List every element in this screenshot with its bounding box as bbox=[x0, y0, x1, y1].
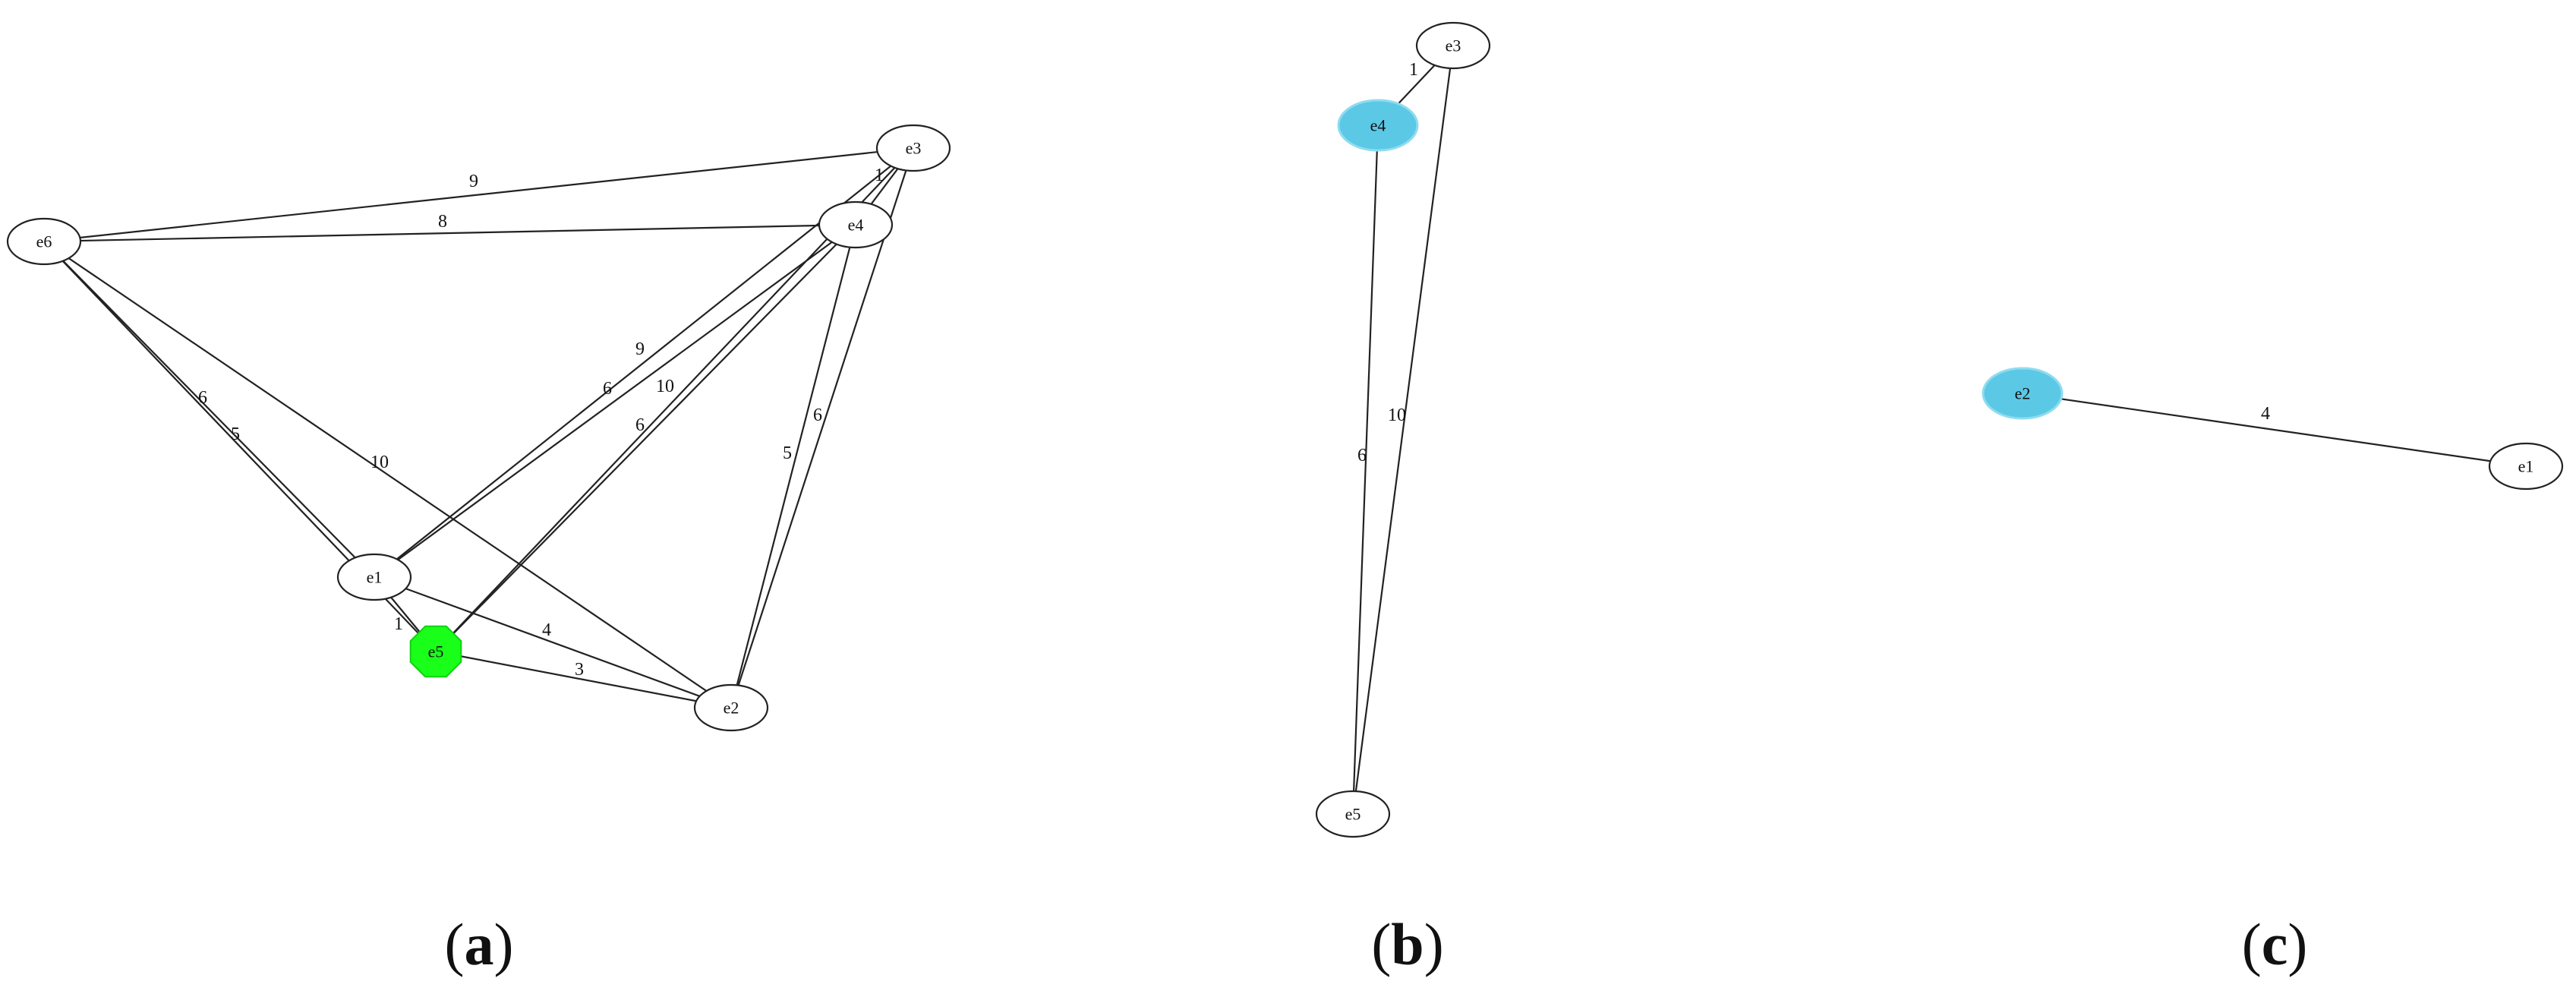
edges-layer bbox=[1351, 45, 1455, 815]
node-e2: e2 bbox=[1982, 367, 2064, 420]
edge-labels-layer: 9 8 6 5 10 1 9 6 10 6 5 6 1 4 3 bbox=[198, 166, 884, 680]
edge-weight-label: 9 bbox=[469, 172, 478, 191]
edge-weight-label: 9 bbox=[635, 339, 645, 359]
node-label: e2 bbox=[2015, 384, 2031, 403]
node-shape-ellipse bbox=[1315, 790, 1391, 838]
edge-weight-label: 1 bbox=[875, 166, 884, 185]
node-label: e3 bbox=[1446, 36, 1461, 55]
edge-labels-layer: 4 bbox=[2261, 404, 2270, 424]
edge-e1-e2 bbox=[374, 576, 732, 709]
edge-e4-e5 bbox=[1351, 125, 1379, 815]
edge-e3-e5 bbox=[1351, 45, 1455, 815]
edge-weight-label: 10 bbox=[370, 453, 389, 472]
edge-weight-label: 6 bbox=[635, 415, 645, 435]
edge-weight-label: 5 bbox=[783, 443, 792, 463]
node-e6: e6 bbox=[6, 217, 82, 266]
edge-e4-e2 bbox=[730, 224, 857, 708]
edge-weight-label: 10 bbox=[656, 377, 674, 396]
node-shape-ellipse bbox=[1415, 21, 1491, 70]
node-e1: e1 bbox=[2488, 442, 2564, 491]
node-shape-ellipse bbox=[6, 217, 82, 266]
nodes-layer: e2 e1 bbox=[1982, 367, 2564, 491]
edge-weight-label: 6 bbox=[603, 379, 612, 399]
edge-weight-label: 6 bbox=[1357, 446, 1367, 465]
edge-e6-e4 bbox=[43, 223, 856, 243]
edge-weight-label: 8 bbox=[438, 212, 447, 232]
node-shape-ellipse bbox=[1337, 99, 1419, 152]
node-e4: e4 bbox=[818, 200, 894, 249]
node-label: e4 bbox=[848, 216, 864, 235]
panel-c-graph: e2 e1 4 bbox=[1982, 367, 2564, 491]
node-e4: e4 bbox=[1337, 99, 1419, 152]
node-e2: e2 bbox=[693, 683, 769, 732]
edge-e6-e1 bbox=[43, 241, 375, 578]
edge-weight-label: 6 bbox=[198, 388, 207, 408]
node-shape-ellipse bbox=[818, 200, 894, 249]
edge-e5-e2 bbox=[435, 650, 732, 709]
node-e5: e5 bbox=[1315, 790, 1391, 838]
nodes-layer: e3 e4 e5 bbox=[1315, 21, 1491, 838]
node-label: e6 bbox=[36, 232, 52, 251]
edge-e3-e2 bbox=[730, 147, 915, 708]
node-e1: e1 bbox=[336, 553, 412, 601]
edge-weight-label: 10 bbox=[1388, 405, 1406, 425]
node-e5: e5 bbox=[409, 625, 462, 678]
edge-weight-label: 4 bbox=[542, 620, 551, 640]
node-label: e1 bbox=[2518, 457, 2534, 476]
edge-weight-label: 1 bbox=[1409, 60, 1418, 80]
edges-layer bbox=[2022, 392, 2527, 468]
node-e3: e3 bbox=[875, 124, 951, 172]
panel-a-graph: e3 e4 e6 e1 e5 e2 9 8 6 5 10 1 9 6 10 6 5 6 1 4 3 bbox=[6, 124, 951, 732]
node-shape-ellipse bbox=[875, 124, 951, 172]
edge-weight-label: 5 bbox=[231, 424, 240, 444]
edge-e6-e2 bbox=[43, 241, 732, 708]
node-shape-ellipse bbox=[2488, 442, 2564, 491]
edge-weight-label: 1 bbox=[394, 614, 403, 634]
edge-weight-label: 3 bbox=[575, 660, 584, 680]
node-label: e4 bbox=[1370, 116, 1386, 135]
node-shape-ellipse bbox=[1982, 367, 2064, 420]
node-label: e5 bbox=[428, 642, 444, 661]
node-shape-octagon bbox=[409, 625, 462, 678]
edge-weight-label: 4 bbox=[2261, 404, 2270, 424]
edge-weight-label: 6 bbox=[813, 405, 822, 425]
edge-e4-e5 bbox=[435, 224, 856, 652]
node-shape-ellipse bbox=[693, 683, 769, 732]
caption-a: (a) bbox=[444, 911, 514, 977]
node-label: e2 bbox=[724, 699, 739, 718]
node-e3: e3 bbox=[1415, 21, 1491, 70]
node-label: e1 bbox=[367, 568, 383, 587]
edge-e4-e1 bbox=[374, 224, 856, 578]
edges-layer bbox=[43, 147, 915, 709]
edge-e6-e3 bbox=[43, 147, 914, 243]
node-shape-ellipse bbox=[336, 553, 412, 601]
node-label: e3 bbox=[906, 139, 922, 158]
edge-e2-e1 bbox=[2022, 392, 2527, 468]
node-label: e5 bbox=[1345, 805, 1361, 824]
caption-b: (b) bbox=[1371, 911, 1444, 977]
nodes-layer: e3 e4 e6 e1 e5 e2 bbox=[6, 124, 951, 732]
caption-c: (c) bbox=[2241, 911, 2308, 977]
